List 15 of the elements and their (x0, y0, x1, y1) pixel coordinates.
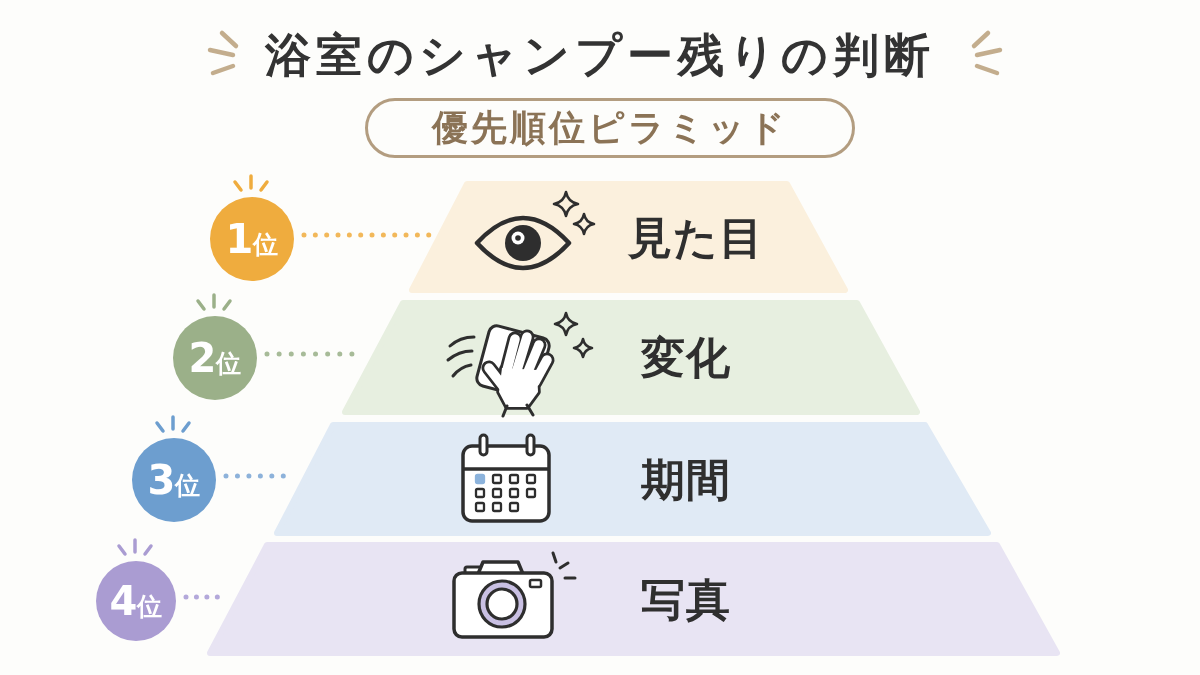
tier-label: 見た目 (628, 210, 764, 264)
tier-label: 変化 (641, 331, 731, 384)
rank-badge: 2位 (173, 316, 257, 400)
pyramid-tier (274, 422, 991, 536)
title: 浴室のシャンプー残りの判断 (265, 28, 935, 84)
rank-badge: 3位 (132, 438, 216, 522)
pyramid-tier (207, 542, 1060, 656)
rank-badge: 4位 (96, 561, 176, 641)
subtitle-pill: 優先順位ピラミッド (365, 98, 855, 158)
rank-badge: 1位 (210, 197, 294, 281)
pyramid-tier (409, 181, 848, 293)
tier-label: 期間 (641, 452, 731, 506)
tier-label: 写真 (641, 572, 731, 626)
dotted-line (301, 232, 432, 238)
pyramid-tier (342, 300, 920, 415)
